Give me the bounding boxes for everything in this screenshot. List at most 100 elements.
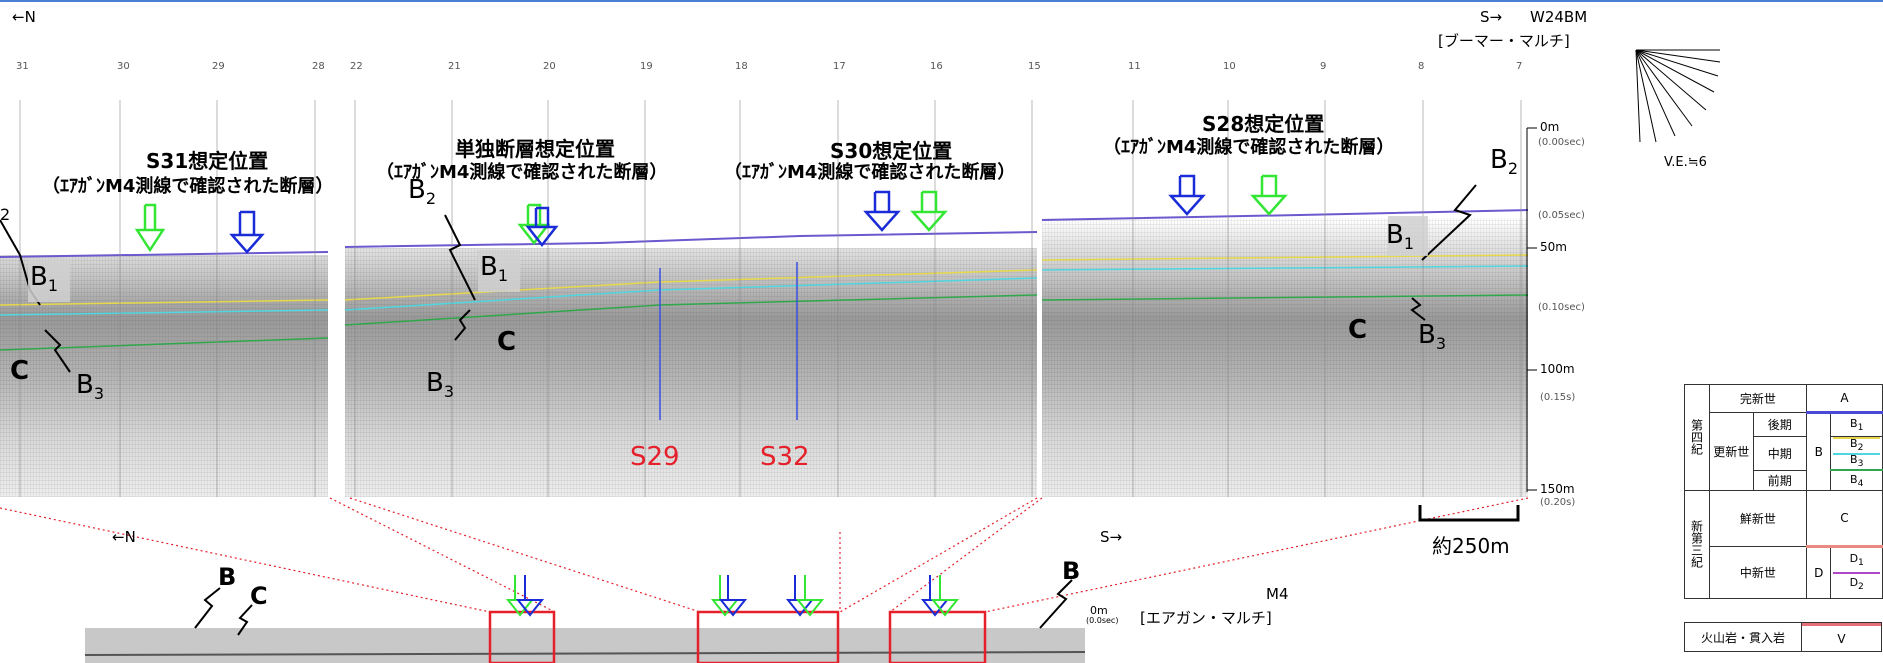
legend-unit-a: A bbox=[1805, 384, 1883, 414]
horizon-b1 bbox=[1041, 254, 1529, 261]
seafloor-line bbox=[344, 231, 1038, 248]
m4-arrows bbox=[505, 575, 960, 617]
blue-arrow bbox=[863, 190, 901, 232]
station-number: 9 bbox=[1320, 61, 1327, 72]
station-number: 19 bbox=[640, 61, 653, 72]
legend-era-neogene: 新第三紀 bbox=[1684, 489, 1710, 599]
m4-zero-sec: (0.0sec) bbox=[1086, 616, 1119, 625]
legend-b2-b3: B2 B3 bbox=[1830, 436, 1883, 471]
legend-pliocene: 鮮新世 bbox=[1708, 489, 1807, 547]
horizon-b1 bbox=[0, 299, 329, 306]
horizon-label-b3: B3 bbox=[426, 368, 455, 402]
station-number: 18 bbox=[735, 61, 748, 72]
legend-b4: B4 bbox=[1830, 469, 1883, 491]
depth-100m: 100m bbox=[1540, 362, 1575, 376]
legend-volcanic-label: 火山岩・貫入岩 bbox=[1685, 623, 1802, 651]
bottom-b-label: B bbox=[218, 563, 237, 591]
seafloor-line bbox=[1041, 209, 1529, 221]
scale-bar-label: 約250m bbox=[1432, 534, 1510, 558]
legend-b1: B1 bbox=[1830, 412, 1883, 437]
depth-150m: 150m bbox=[1540, 482, 1575, 496]
line-type: [ブーマー・マルチ] bbox=[1438, 32, 1570, 50]
station-number: 30 bbox=[117, 61, 130, 72]
horizon-b3 bbox=[344, 294, 1038, 326]
horizon-b3 bbox=[1041, 294, 1529, 301]
bottom-south-label: S→ bbox=[1100, 528, 1123, 546]
depth-50m: 50m bbox=[1540, 240, 1567, 254]
s28-title: S28想定位置 bbox=[1202, 112, 1325, 136]
horizon-label-b1: B1 bbox=[1386, 220, 1415, 254]
seafloor-line bbox=[0, 251, 329, 258]
legend-unit-v: V bbox=[1802, 623, 1881, 651]
station-number: 17 bbox=[833, 61, 846, 72]
station-number: 28 bbox=[312, 61, 325, 72]
station-number: 7 bbox=[1516, 61, 1523, 72]
m4-strip bbox=[85, 628, 1085, 663]
scale-bar bbox=[1418, 505, 1520, 522]
station-number: 8 bbox=[1418, 61, 1425, 72]
single-fault-subtitle: （ｴｱｶﾞﾝM4測線で確認された断層） bbox=[376, 162, 668, 183]
m4-line-name: M4 bbox=[1266, 585, 1289, 603]
s31-title: S31想定位置 bbox=[146, 149, 269, 173]
station-number: 29 bbox=[212, 61, 225, 72]
depth-axis bbox=[1526, 127, 1537, 492]
horizon-label-edge: 2 bbox=[0, 205, 11, 224]
north-arrow-label: ←N bbox=[12, 8, 36, 26]
station-number: 21 bbox=[448, 61, 461, 72]
arrows bbox=[134, 174, 1288, 254]
blue-arrow bbox=[1168, 174, 1206, 216]
vertical-exaggeration: V.E.≒6 bbox=[1664, 155, 1707, 170]
green-arrow bbox=[517, 203, 551, 246]
single-fault-title: 単独断層想定位置 bbox=[455, 137, 615, 161]
depth-0m: 0m bbox=[1540, 120, 1560, 134]
s30-subtitle: （ｴｱｶﾞﾝM4測線で確認された断層） bbox=[724, 162, 1016, 183]
horizon-b1 bbox=[344, 269, 1038, 301]
bottom-c-label: C bbox=[250, 582, 268, 610]
station-number: 31 bbox=[16, 61, 29, 72]
ve-fan bbox=[1635, 49, 1721, 143]
legend-era-quaternary: 第四紀 bbox=[1684, 384, 1710, 491]
fault-s32-label: S32 bbox=[760, 442, 810, 472]
horizon-label-c: C bbox=[10, 356, 30, 386]
bottom-north-label: ←N bbox=[112, 528, 136, 546]
green-arrow bbox=[134, 203, 166, 253]
horizon-label-b2: B2 bbox=[408, 175, 437, 209]
south-arrow-label: S→ bbox=[1480, 8, 1503, 26]
line-name: W24BM bbox=[1530, 8, 1588, 26]
m4-line-type: [エアガン・マルチ] bbox=[1140, 609, 1272, 627]
horizon-b2 bbox=[1041, 265, 1529, 271]
horizon-label-b3: B3 bbox=[76, 370, 105, 404]
station-number: 20 bbox=[543, 61, 556, 72]
station-number: 22 bbox=[350, 61, 363, 72]
legend-unit-d: D bbox=[1805, 545, 1832, 599]
depth-005sec: (0.05sec) bbox=[1538, 210, 1585, 221]
top-border bbox=[0, 0, 1883, 2]
depth-0sec: (0.00sec) bbox=[1538, 137, 1585, 148]
m4-box bbox=[696, 610, 840, 663]
legend-volcanic: 火山岩・貫入岩 V bbox=[1684, 622, 1882, 652]
legend-late: 後期 bbox=[1752, 412, 1807, 437]
horizon-label-b1: B1 bbox=[30, 262, 59, 296]
m4-zero: 0m bbox=[1090, 604, 1108, 617]
stratigraphy-legend: 第四紀 完新世 A 更新世 後期 B B1 中期 B2 B3 前期 B4 新第三… bbox=[1684, 384, 1883, 599]
bottom-b-right-label: B bbox=[1062, 557, 1081, 585]
depth-020sec: (0.20s) bbox=[1540, 497, 1576, 508]
s31-subtitle: （ｴｱｶﾞﾝM4測線で確認された断層） bbox=[42, 176, 334, 197]
station-number: 15 bbox=[1028, 61, 1041, 72]
station-number: 16 bbox=[930, 61, 943, 72]
legend-d1-d2: D1 D2 bbox=[1830, 545, 1883, 599]
s30-title: S30想定位置 bbox=[830, 139, 953, 163]
horizon-label-b2: B2 bbox=[1490, 145, 1519, 179]
horizon-label-c: C bbox=[1348, 315, 1368, 345]
legend-pleistocene: 更新世 bbox=[1708, 412, 1754, 491]
station-number: 11 bbox=[1128, 61, 1141, 72]
depth-015sec: (0.15s) bbox=[1540, 392, 1576, 403]
connector-lines bbox=[0, 497, 1529, 613]
green-arrow bbox=[1250, 174, 1288, 216]
depth-010sec: (0.10sec) bbox=[1538, 302, 1585, 313]
station-number: 10 bbox=[1223, 61, 1236, 72]
horizon-label-b3: B3 bbox=[1418, 320, 1447, 354]
legend-early: 前期 bbox=[1752, 469, 1807, 491]
legend-miocene: 中新世 bbox=[1708, 545, 1807, 599]
s28-subtitle: （ｴｱｶﾞﾝM4測線で確認された断層） bbox=[1103, 137, 1395, 158]
